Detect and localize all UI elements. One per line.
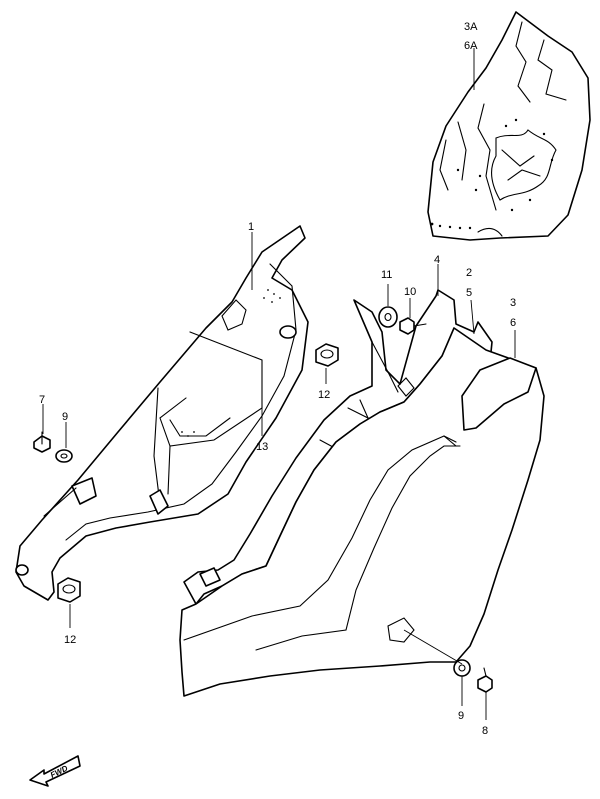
- callout-3: 3: [510, 297, 516, 309]
- washer-11: [378, 306, 398, 328]
- callout-4: 4: [434, 254, 440, 266]
- washer-9-right: [453, 659, 471, 677]
- bolt-7: [33, 431, 51, 453]
- callout-11: 11: [381, 269, 392, 281]
- callout-6: 6: [510, 317, 516, 329]
- callout-labels: 1 3A 6A 4 2 5 3 6 11 10 12 13 7 9 12 9 8: [39, 21, 516, 737]
- forward-arrow-label: FWD: [49, 764, 70, 780]
- forward-arrow-icon: FWD: [29, 755, 81, 787]
- callout-3a: 3A: [464, 21, 478, 33]
- callout-13: 13: [256, 441, 268, 453]
- callout-5: 5: [466, 287, 472, 299]
- callout-12-lower: 12: [64, 634, 76, 646]
- bolt-10: [399, 317, 427, 335]
- callout-9-right: 9: [458, 710, 464, 722]
- callout-7: 7: [39, 394, 45, 406]
- washer-9-left: [55, 449, 73, 463]
- callout-8: 8: [482, 725, 488, 737]
- grommet-12-lower: [57, 577, 81, 603]
- bolt-8: [477, 667, 493, 693]
- callout-9-left: 9: [62, 411, 68, 423]
- decal-dots: [430, 118, 554, 230]
- callout-2: 2: [466, 267, 472, 279]
- frame-cover-inner: [15, 225, 309, 601]
- decal-sheet: [427, 11, 591, 241]
- side-cover-panel: [179, 327, 545, 697]
- callout-1: 1: [248, 221, 254, 233]
- callout-12-upper: 12: [318, 389, 330, 401]
- callout-6a: 6A: [464, 40, 478, 52]
- leader-lines: [42, 48, 516, 720]
- callout-10: 10: [404, 286, 416, 298]
- decal-strip: [461, 357, 537, 431]
- grommet-12-upper: [315, 343, 339, 367]
